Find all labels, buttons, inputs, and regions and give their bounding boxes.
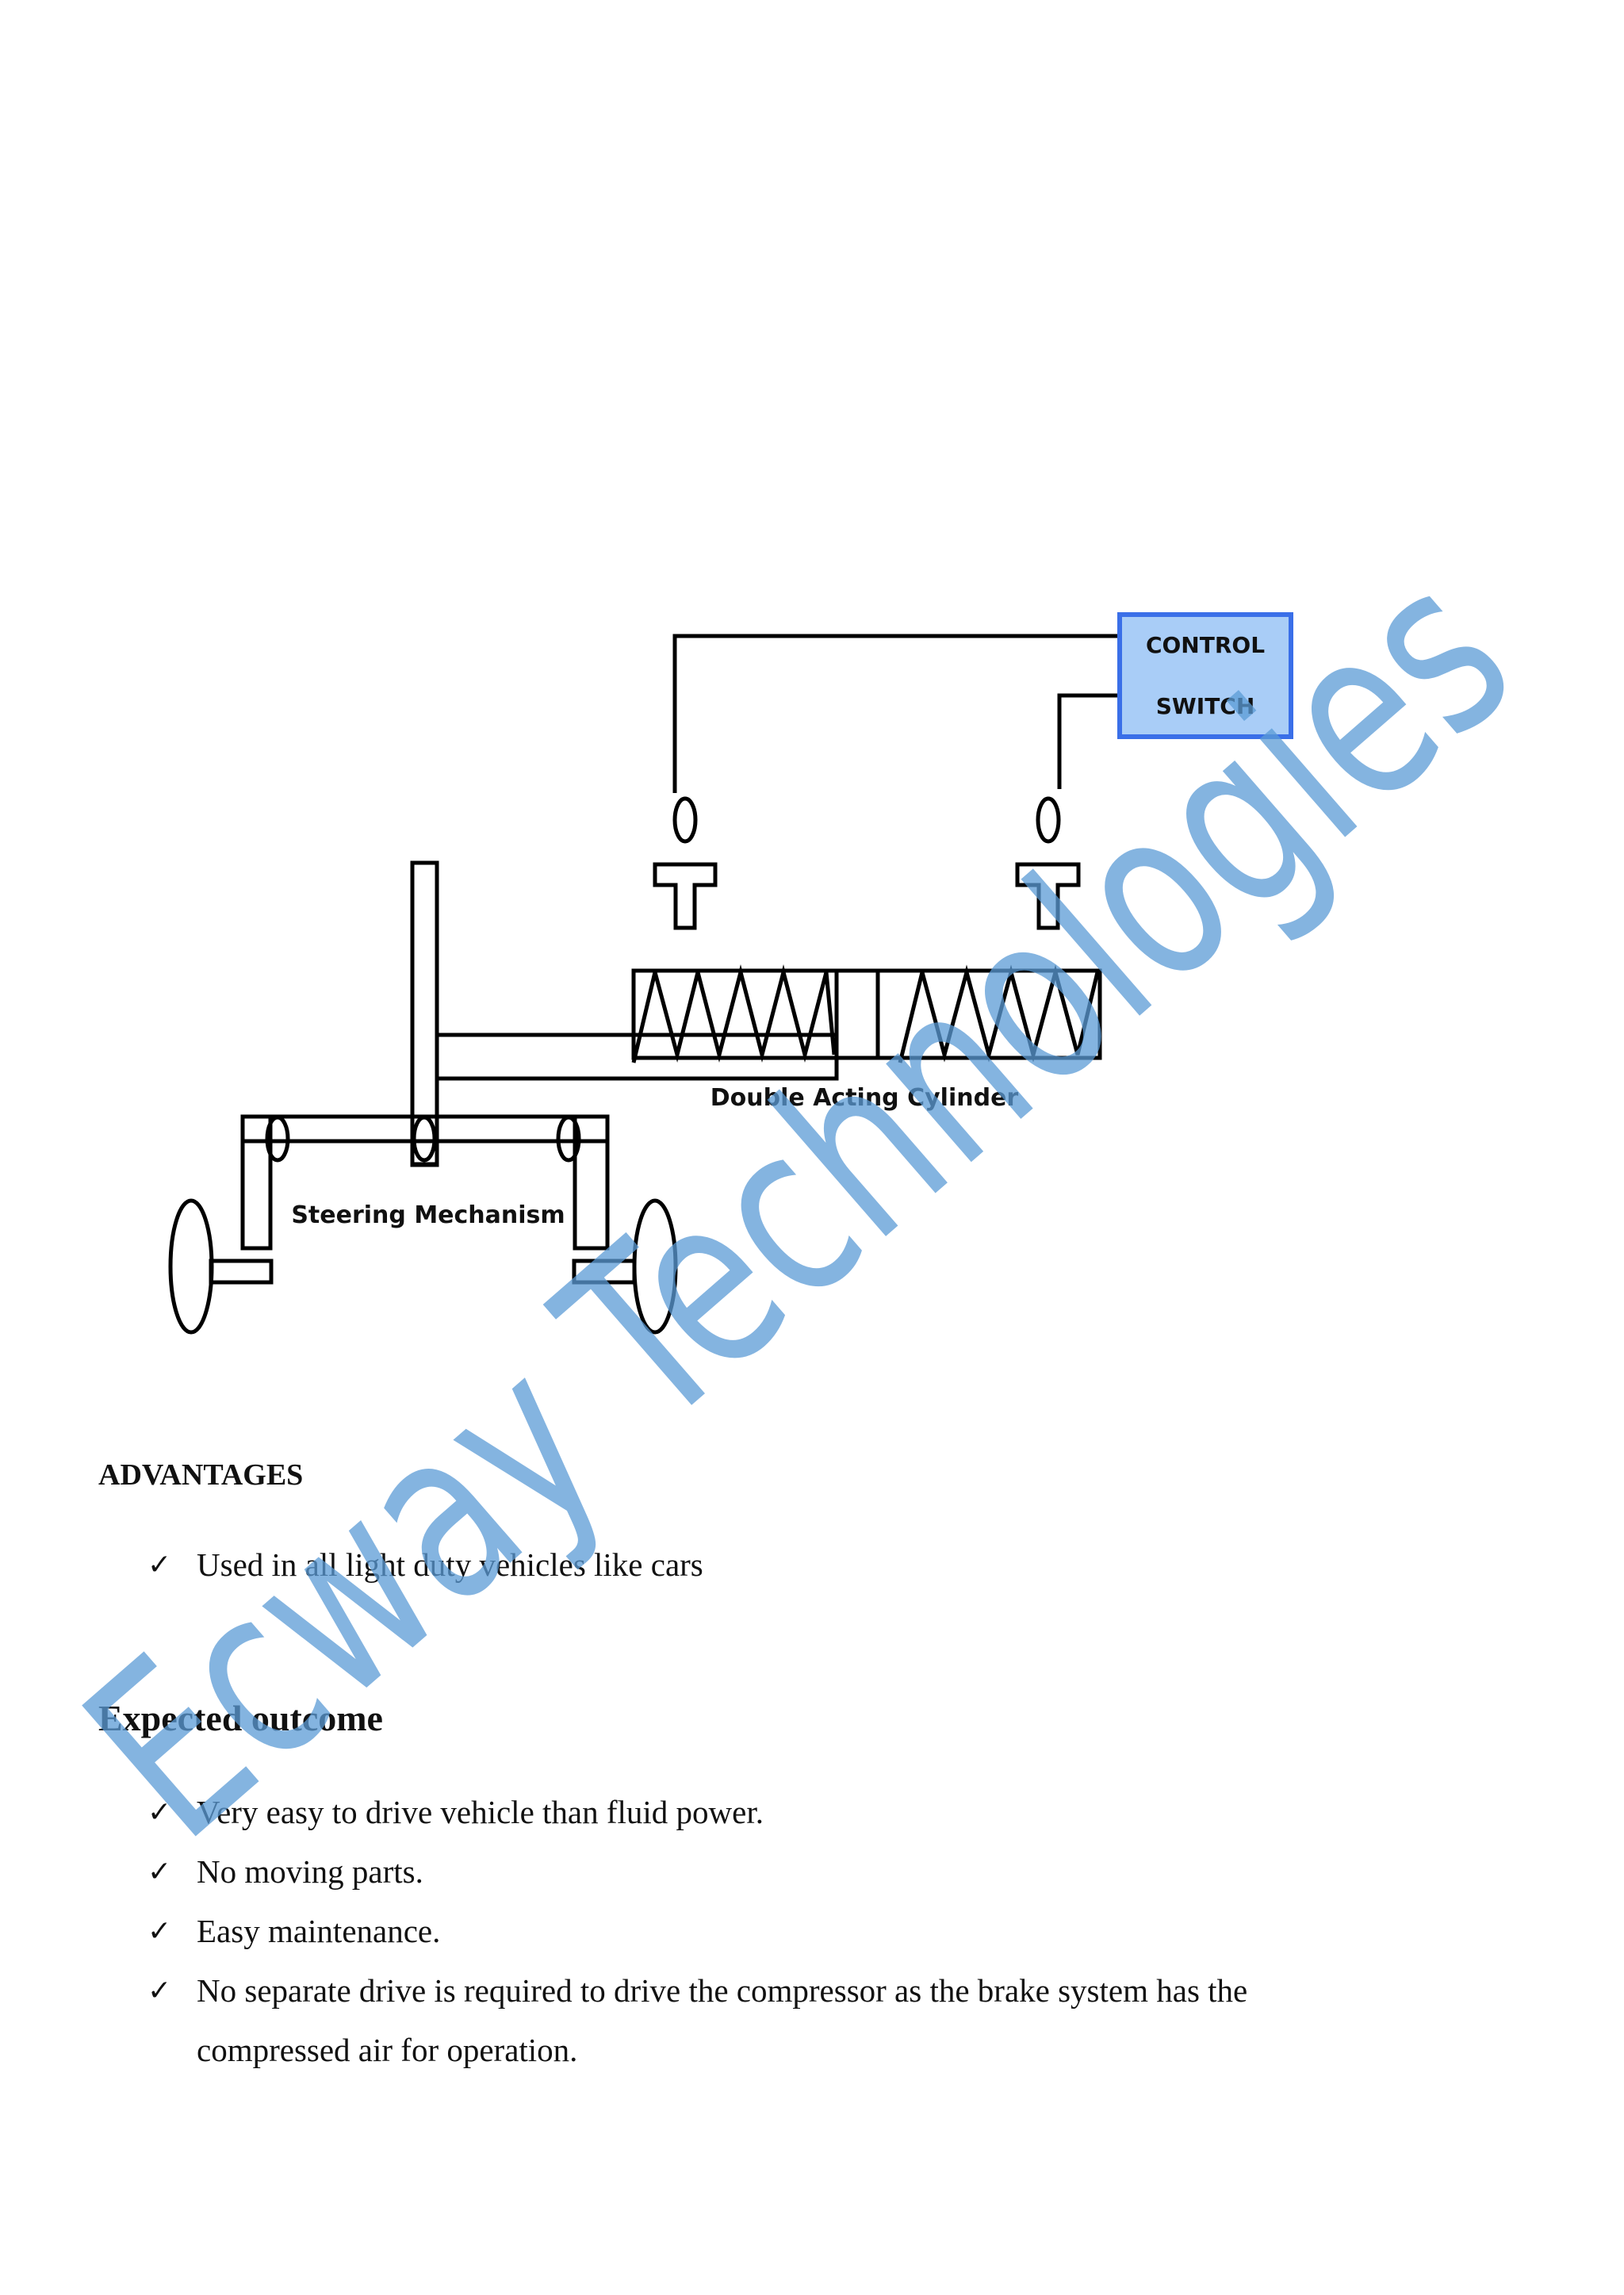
joint-center	[412, 1115, 437, 1163]
solenoid-right-ellipse	[1036, 796, 1061, 844]
solenoid-left-ellipse	[672, 796, 698, 844]
list-item-text: Very easy to drive vehicle than fluid po…	[197, 1794, 764, 1830]
right-axle-stub	[572, 1259, 637, 1285]
spring-right	[898, 964, 1100, 1063]
cylinder-piston	[834, 968, 880, 1060]
list-item: ✓ No separate drive is required to drive …	[147, 1961, 1385, 2080]
steering-system-diagram: CONTROL SWITCH Double Acting Cylinder St…	[168, 612, 1293, 1335]
control-switch-box	[1117, 612, 1293, 739]
advantages-heading: ADVANTAGES	[98, 1458, 304, 1492]
list-item-text: Easy maintenance.	[197, 1913, 441, 1949]
list-item: ✓ No moving parts.	[147, 1842, 1385, 1902]
expected-outcome-heading: Expected outcome	[98, 1698, 383, 1738]
list-item-text: No separate drive is required to drive t…	[197, 1972, 1248, 2068]
right-wheel	[632, 1198, 678, 1335]
checkmark-icon: ✓	[147, 1915, 172, 1948]
wire-left	[672, 634, 1120, 793]
list-item: ✓ Used in all light duty vehicles like ca…	[147, 1535, 703, 1595]
checkmark-icon: ✓	[147, 1549, 172, 1581]
solenoid-left-tee	[653, 862, 718, 930]
cylinder-label: Double Acting Cylinder	[710, 1084, 1019, 1112]
left-steering-arm	[240, 1114, 273, 1251]
solenoid-right-tee	[1015, 862, 1081, 930]
control-switch-label-1: CONTROL	[1146, 632, 1265, 658]
checkmark-icon: ✓	[147, 1796, 172, 1829]
list-item: ✓ Easy maintenance.	[147, 1902, 1385, 1961]
checkmark-icon: ✓	[147, 1975, 172, 2007]
column-base	[410, 1139, 439, 1167]
steering-mechanism-label: Steering Mechanism	[291, 1201, 565, 1229]
list-item: ✓ Very easy to drive vehicle than fluid p…	[147, 1783, 1385, 1842]
tie-rod	[240, 1114, 610, 1144]
wire-right	[1057, 693, 1120, 789]
left-wheel	[168, 1198, 214, 1335]
list-item-text: No moving parts.	[197, 1853, 423, 1890]
checkmark-icon: ✓	[147, 1856, 172, 1888]
expected-outcome-list: ✓ Very easy to drive vehicle than fluid p…	[147, 1783, 1385, 2080]
list-item-text: Used in all light duty vehicles like car…	[197, 1546, 703, 1583]
control-switch-label-2: SWITCH	[1156, 693, 1255, 719]
spring-left	[631, 964, 837, 1063]
advantages-list: ✓ Used in all light duty vehicles like ca…	[147, 1535, 703, 1595]
joint-right	[556, 1115, 581, 1163]
joint-left	[265, 1115, 290, 1163]
left-axle-stub	[209, 1259, 274, 1285]
right-steering-arm	[573, 1114, 610, 1251]
